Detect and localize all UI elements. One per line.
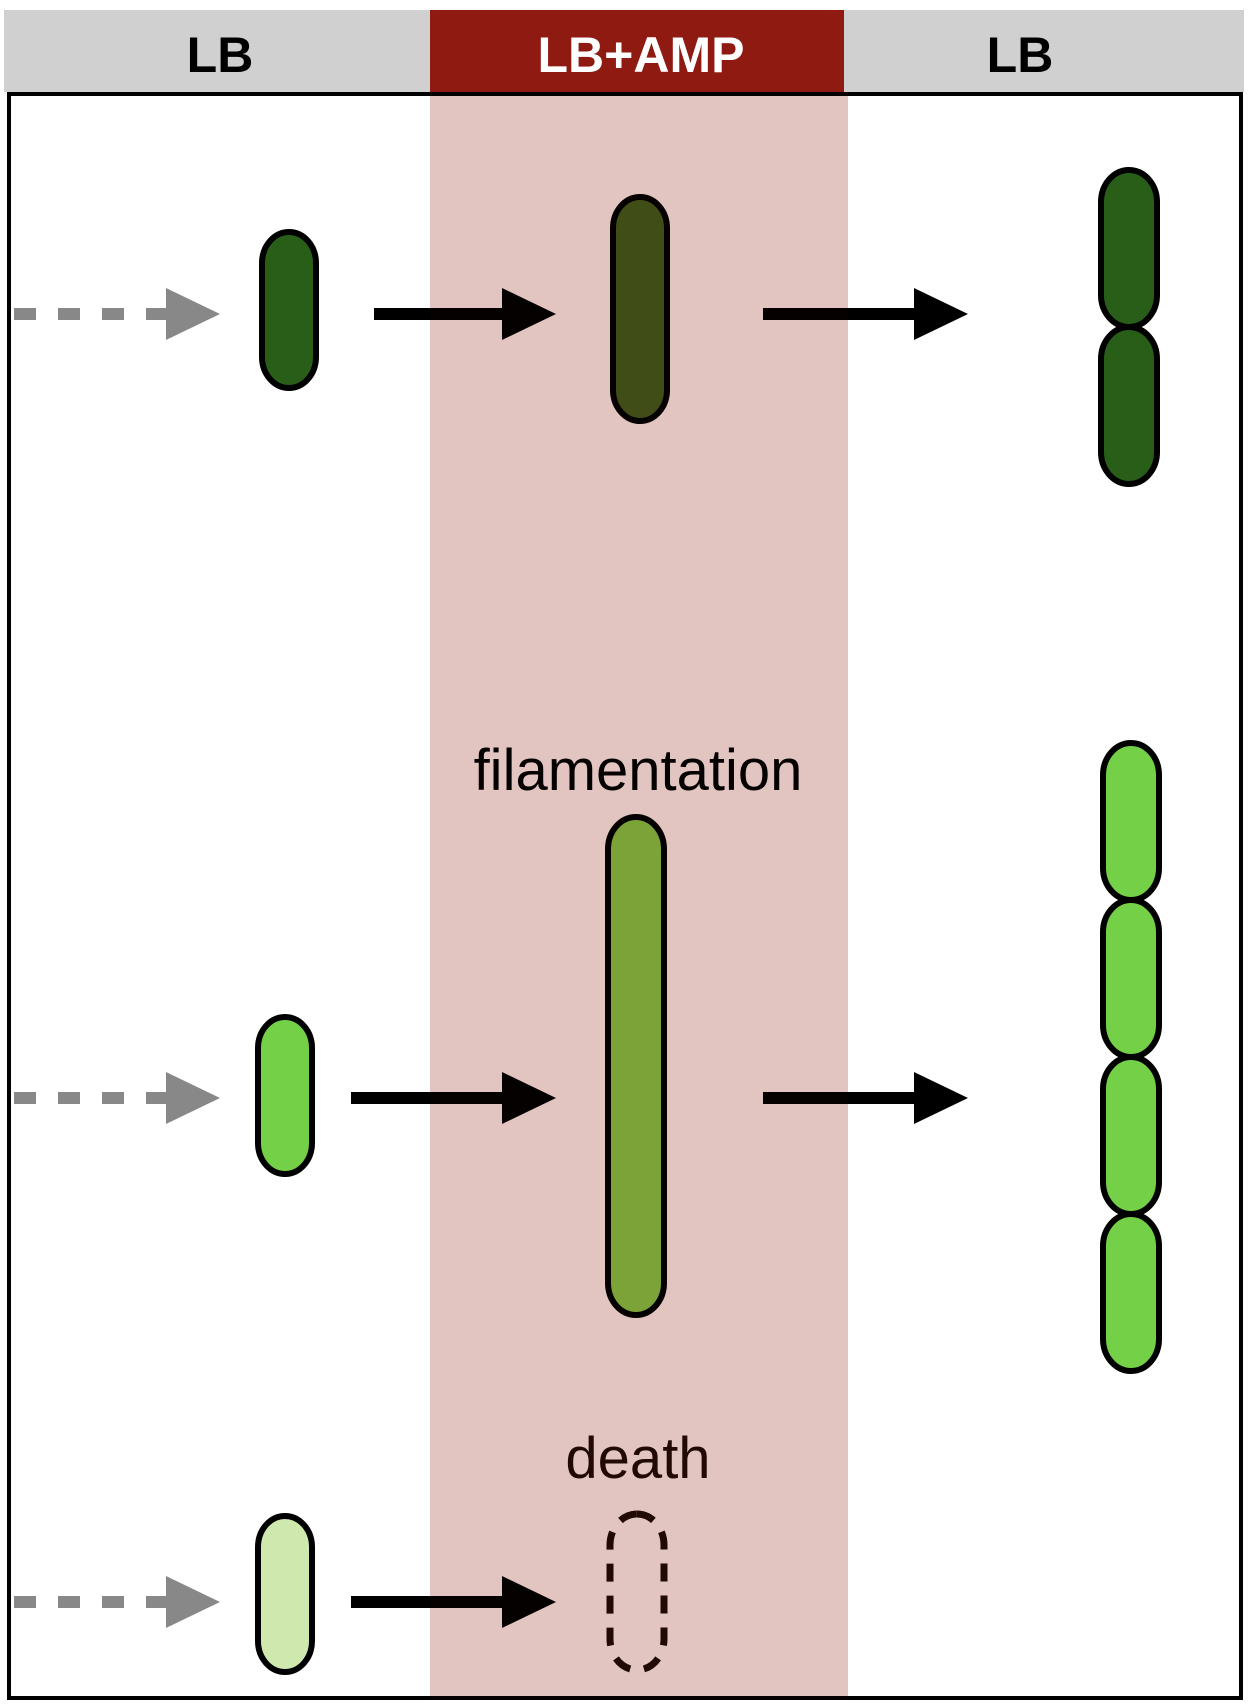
dead-cell-row3 <box>606 1510 668 1674</box>
arrowhead <box>502 288 556 340</box>
cell-row3-before <box>255 1513 315 1675</box>
solid-arrow-row2-treatment <box>351 1072 556 1124</box>
arrowhead <box>914 288 968 340</box>
dashed-arrow-row2 <box>14 1072 220 1124</box>
cell-row2-before <box>255 1014 315 1177</box>
daughter-cell-row1-1 <box>1098 167 1160 330</box>
phase-label-lb-amp: LB+AMP <box>538 27 745 83</box>
daughter-cell-row1-2 <box>1098 324 1160 487</box>
cells <box>255 167 1162 1675</box>
daughter-cell-row2-4 <box>1100 1211 1162 1374</box>
arrowhead <box>914 1072 968 1124</box>
phase-label-lb-before: LB <box>187 27 254 83</box>
daughter-cell-row2-2 <box>1100 897 1162 1060</box>
arrowhead <box>166 1576 220 1628</box>
arrowhead <box>166 1072 220 1124</box>
death-label: death <box>565 1426 710 1491</box>
header-bg-left <box>4 10 430 92</box>
solid-arrow-row2-recovery <box>763 1072 968 1124</box>
daughter-cell-row2-1 <box>1100 740 1162 903</box>
phase-header: LB LB+AMP LB <box>4 10 1244 92</box>
header-bg-right <box>844 10 1244 92</box>
arrows <box>14 288 968 1628</box>
phase-label-lb-after: LB <box>987 27 1054 83</box>
arrowhead <box>502 1072 556 1124</box>
header-bg-amp <box>430 10 844 92</box>
arrowhead <box>502 1576 556 1628</box>
filament-cell-row2 <box>605 814 667 1318</box>
filamentation-label: filamentation <box>474 738 803 803</box>
arrowhead <box>166 288 220 340</box>
diagram-frame <box>7 92 1243 1700</box>
dashed-arrow-row1 <box>14 288 220 340</box>
cell-row1-during <box>610 194 670 424</box>
solid-arrow-row1-treatment <box>374 288 556 340</box>
solid-arrow-row1-recovery <box>763 288 968 340</box>
dashed-arrow-row3 <box>14 1576 220 1628</box>
daughter-cell-row2-3 <box>1100 1054 1162 1217</box>
solid-arrow-row3-treatment <box>351 1576 556 1628</box>
cell-row1-before <box>259 229 319 391</box>
